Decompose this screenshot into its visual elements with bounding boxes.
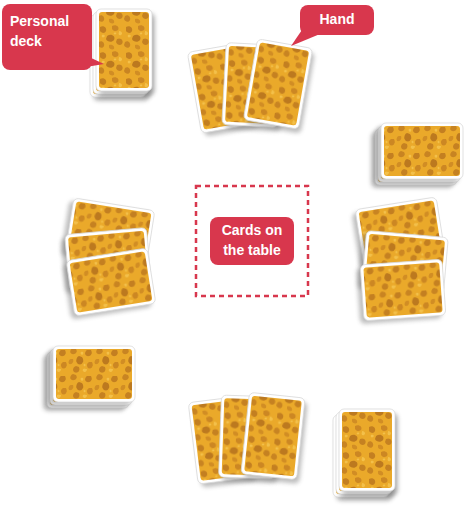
- label-text: Hand: [312, 10, 362, 30]
- area-label: Cards on the table: [210, 217, 294, 265]
- deck-card: [339, 409, 398, 495]
- label-text: Cards on the table: [218, 221, 286, 260]
- label-text: Personal deck: [10, 12, 84, 51]
- hand-card: [356, 259, 446, 324]
- callout-label: Personal deck: [2, 4, 92, 70]
- callout-label: Hand: [300, 5, 374, 35]
- table-area: [196, 186, 308, 296]
- hand-card: [240, 392, 308, 484]
- deck-card: [377, 123, 463, 182]
- deck-card: [49, 346, 135, 405]
- hand-card: [62, 248, 156, 320]
- hand-card: [243, 39, 316, 134]
- deck-card: [96, 9, 155, 95]
